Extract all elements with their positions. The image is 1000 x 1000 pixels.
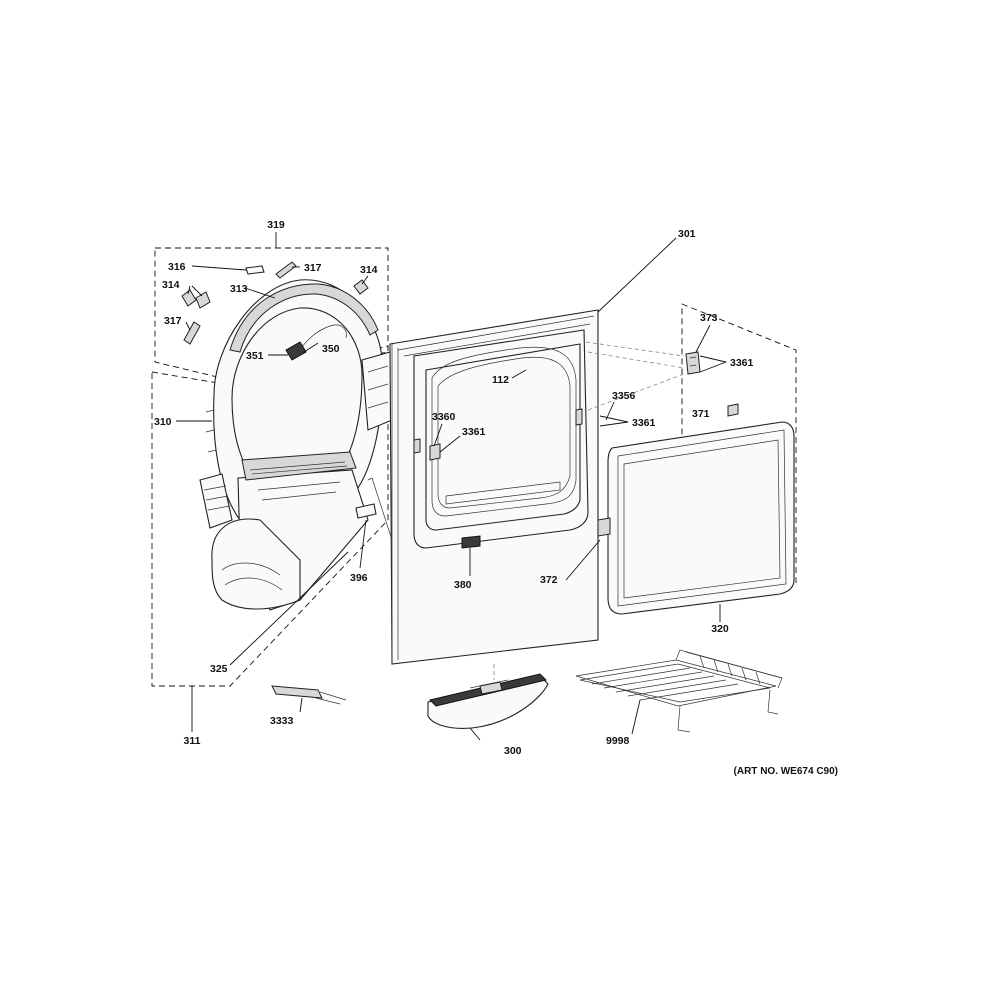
art-number: (ART NO. WE674 C90) xyxy=(734,766,838,777)
drying-rack-9998 xyxy=(575,649,783,733)
part-314-pad-left xyxy=(181,289,197,307)
part-325-rod xyxy=(367,477,393,541)
lint-filter-300 xyxy=(427,673,549,729)
hinge-alignment-dashes xyxy=(585,341,685,411)
callout-314-right: 314 xyxy=(360,264,378,276)
part-396-block xyxy=(355,503,377,519)
callout-380: 380 xyxy=(454,579,472,591)
front-bulkhead-assembly xyxy=(199,279,393,611)
callout-3361-left: 3361 xyxy=(462,426,486,438)
part-317-strip-upper xyxy=(275,261,297,279)
callout-9998: 9998 xyxy=(606,735,630,747)
part-314-pad-leftb xyxy=(195,291,211,309)
callout-325: 325 xyxy=(210,663,228,675)
part-351-lamp xyxy=(285,341,307,361)
part-314-pad-right xyxy=(353,279,369,295)
callout-372: 372 xyxy=(540,574,558,586)
part-350-wire-harness xyxy=(295,324,347,357)
callout-3333: 3333 xyxy=(270,715,294,727)
callout-3361-right: 3361 xyxy=(632,417,656,429)
callout-112: 112 xyxy=(492,374,509,386)
callout-351: 351 xyxy=(246,350,264,362)
callout-319: 319 xyxy=(267,219,285,231)
hinge-373 xyxy=(685,351,701,375)
callout-301: 301 xyxy=(678,228,696,240)
group-311-dashed-boundary xyxy=(151,345,389,687)
part-3333-harness xyxy=(271,685,347,705)
callout-373: 373 xyxy=(700,312,718,324)
callout-396: 396 xyxy=(350,572,368,584)
callout-3356: 3356 xyxy=(612,390,636,402)
part-316-clip xyxy=(245,265,265,275)
door-assembly-320 xyxy=(597,421,795,615)
callout-350: 350 xyxy=(322,343,340,355)
front-panel-301 xyxy=(389,309,599,665)
callout-3360: 3360 xyxy=(432,411,456,423)
group-319-dashed-boundary xyxy=(154,247,389,381)
part-317-strip-lower xyxy=(183,321,201,345)
callout-317-upper: 317 xyxy=(304,262,322,274)
callout-320: 320 xyxy=(711,623,729,635)
callout-300: 300 xyxy=(504,745,522,757)
callout-317-lower: 317 xyxy=(164,315,182,327)
callout-371: 371 xyxy=(692,408,710,420)
callout-3361-upper-right: 3361 xyxy=(730,357,754,369)
part-371-small xyxy=(727,403,739,417)
callout-310: 310 xyxy=(154,416,172,428)
callout-316: 316 xyxy=(168,261,186,273)
callout-313: 313 xyxy=(230,283,248,295)
callout-314-left: 314 xyxy=(162,279,180,291)
callout-311: 311 xyxy=(184,735,201,747)
